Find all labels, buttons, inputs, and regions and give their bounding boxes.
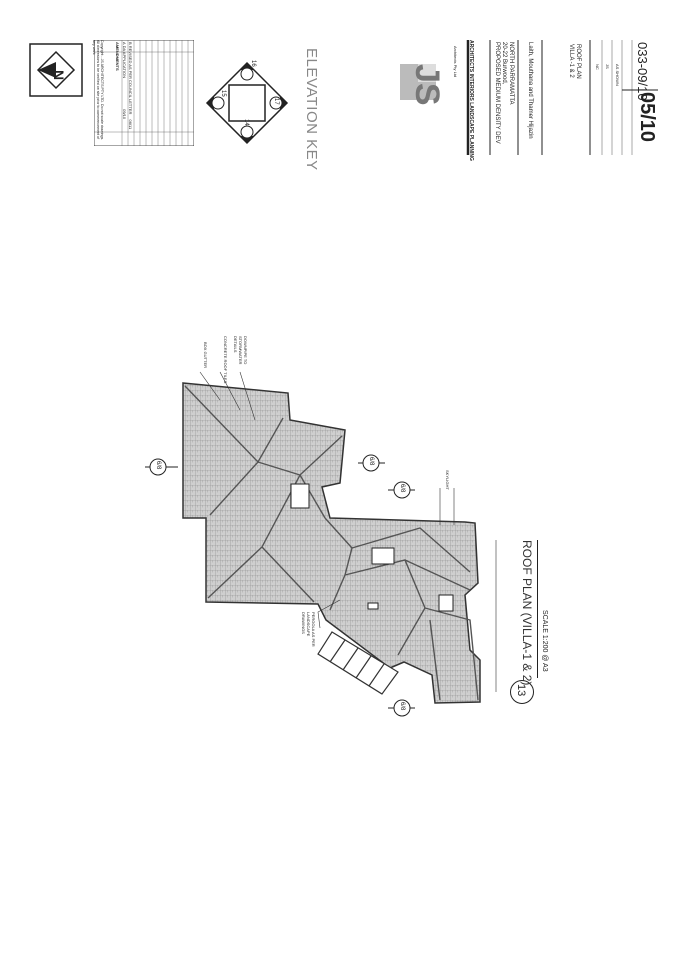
roof-ridge-lines bbox=[184, 385, 479, 701]
note-leaders bbox=[199, 371, 497, 692]
note-concrete-roof-tiles: CONCRETE ROOF TILES bbox=[223, 336, 228, 384]
north-arrow-icon: N bbox=[29, 43, 83, 97]
project-info: ARCHITECTS INTERIORS LANDSCAPE PLANNING … bbox=[460, 40, 560, 161]
firm-logo: JS Architects Pty Ltd bbox=[392, 42, 460, 122]
view-title-underline bbox=[537, 540, 538, 678]
elevation-key-diagram bbox=[205, 61, 289, 145]
note-skylight: SKYLIGHT bbox=[445, 470, 450, 490]
view-title: ROOF PLAN (VILLA-1 & 2) bbox=[520, 540, 534, 686]
svg-text:N: N bbox=[51, 70, 67, 80]
pergola bbox=[317, 631, 399, 695]
section-mark-label: 6/8 bbox=[155, 461, 161, 470]
amendments-table: Copyright - JS ARCHITECTS PTY LTD. Do no… bbox=[92, 39, 195, 147]
section-mark-label: 6/8 bbox=[368, 457, 374, 466]
view-scale: SCALE 1:200 @ A3 bbox=[541, 610, 548, 672]
section-mark-label: 6/8 bbox=[399, 484, 405, 493]
note-downpipe: DOWNPIPE TO STORMWATER DETAILS bbox=[233, 336, 248, 365]
note-box-gutter: BOX GUTTER bbox=[203, 342, 208, 369]
sheet-block: VILLA -1 & 2 ROOF PLAN NC JS AS SHOWN 03… bbox=[560, 40, 658, 155]
section-marks bbox=[145, 454, 415, 717]
view-number-badge bbox=[510, 680, 534, 704]
note-pergola: PERGOLA AS PER LANDSCAPE DRAWINGS bbox=[301, 612, 316, 647]
section-mark-label: 6/8 bbox=[399, 702, 405, 711]
skylights bbox=[290, 483, 454, 612]
title-block: N Copyright - JS ARCHITECTS PTY LTD. Do … bbox=[18, 39, 658, 171]
view-number: 13 bbox=[515, 684, 527, 697]
